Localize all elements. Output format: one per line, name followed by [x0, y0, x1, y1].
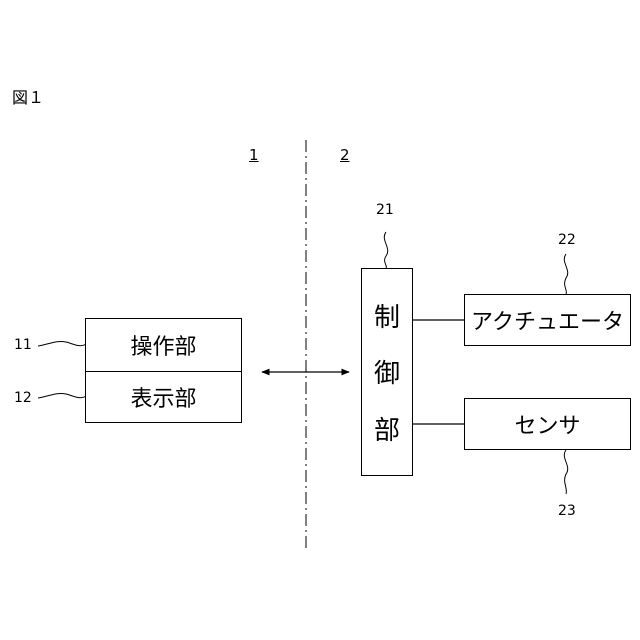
actuator-label: アクチュエータ: [471, 304, 624, 336]
display-unit-label: 表示部: [130, 381, 196, 413]
controller-char-1: 制: [374, 297, 400, 334]
operation-unit-box: 操作部: [85, 318, 242, 372]
actuator-box: アクチュエータ: [464, 294, 631, 346]
controller-char-3: 部: [374, 410, 400, 447]
display-unit-box: 表示部: [85, 371, 242, 423]
operation-unit-label: 操作部: [130, 329, 196, 361]
leader-line-12: [38, 393, 86, 398]
figure-title: 図１: [12, 90, 44, 106]
controller-label: 制 御 部: [374, 269, 400, 475]
region-ref-1: 1: [249, 148, 259, 163]
leader-line-11: [38, 341, 86, 346]
sensor-label: センサ: [514, 408, 580, 440]
region-ref-2: 2: [340, 148, 350, 163]
controller-box: 制 御 部: [361, 268, 413, 476]
ref-label-22: 22: [558, 233, 576, 247]
leader-line-23: [564, 450, 567, 494]
controller-char-2: 御: [374, 353, 400, 390]
ref-label-23: 23: [558, 504, 576, 518]
leader-line-22: [564, 254, 567, 294]
leader-line-21: [384, 232, 387, 268]
ref-label-21: 21: [376, 203, 394, 217]
ref-label-11: 11: [14, 338, 32, 352]
ref-label-12: 12: [14, 391, 32, 405]
sensor-box: センサ: [464, 398, 631, 450]
